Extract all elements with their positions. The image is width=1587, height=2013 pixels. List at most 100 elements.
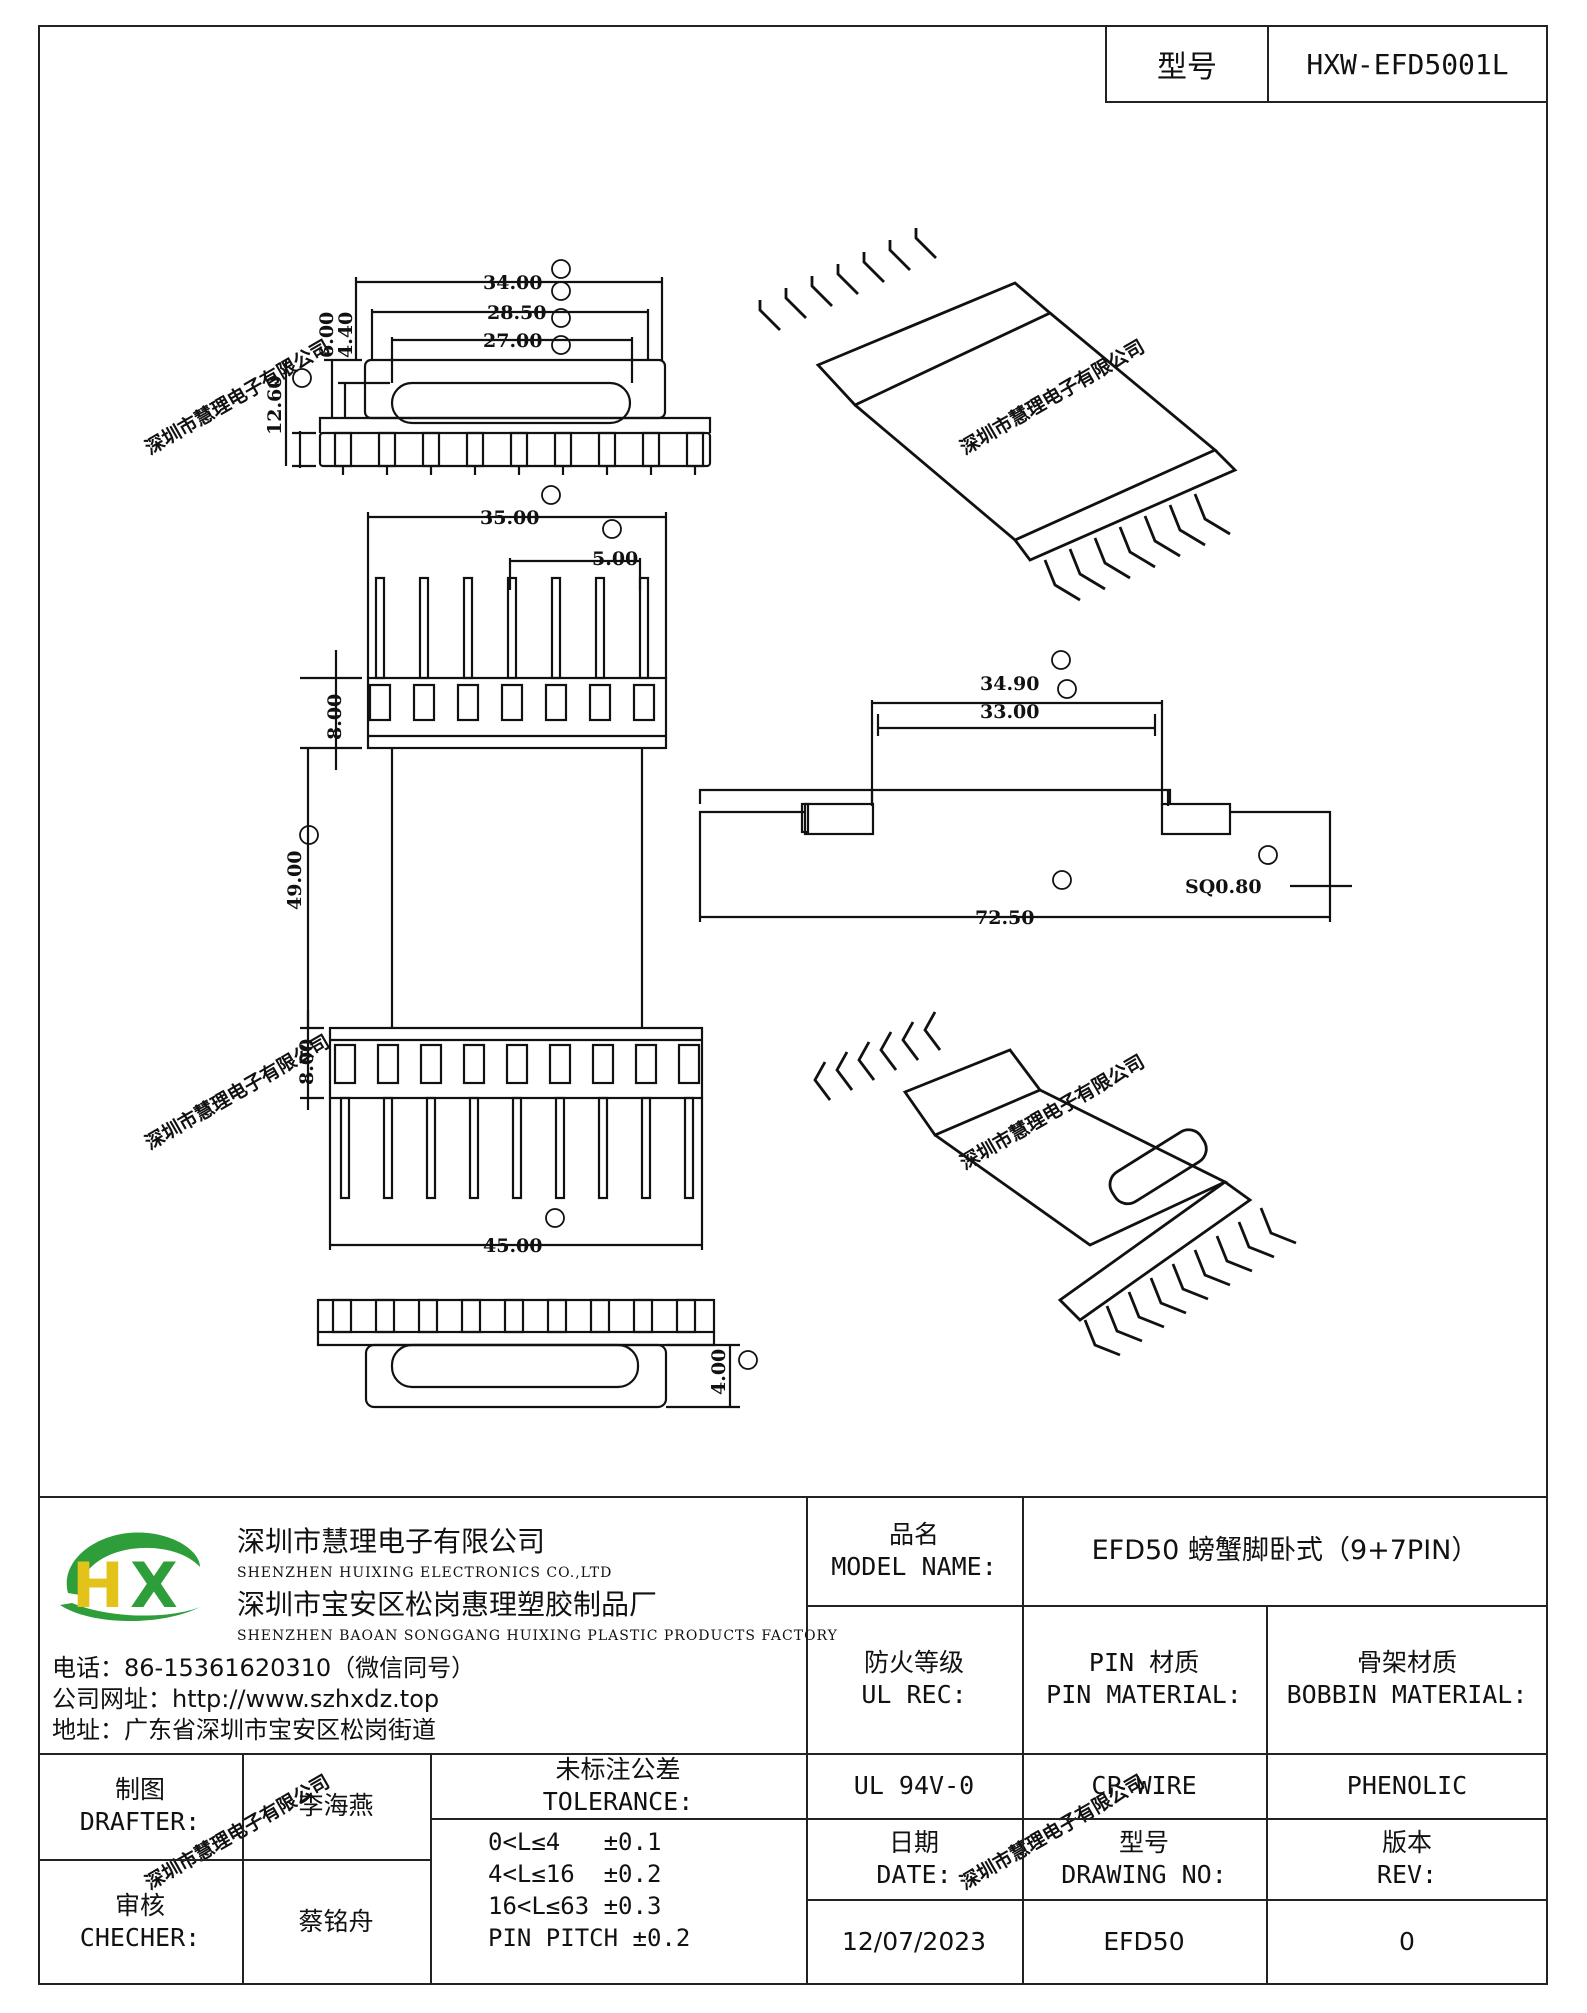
front-view-pin bbox=[511, 1096, 523, 1200]
front-view-pin bbox=[597, 1096, 609, 1200]
bottom-view-tooth bbox=[460, 1298, 482, 1334]
front-view-pin bbox=[425, 1096, 437, 1200]
bottom-view-tooth bbox=[503, 1298, 525, 1334]
top-view-tooth bbox=[333, 431, 353, 468]
bottom-view-tooth bbox=[374, 1298, 396, 1334]
iso-pin bbox=[862, 252, 885, 283]
tb-line bbox=[430, 1818, 1548, 1820]
iso-pin bbox=[1168, 504, 1206, 547]
dim-35: 35.00 bbox=[480, 507, 540, 529]
pin-cn: PIN 材质 bbox=[1088, 1648, 1200, 1677]
front-view-pin bbox=[506, 576, 518, 680]
iso-pin bbox=[901, 1021, 920, 1061]
tolerance-label: 未标注公差 TOLERANCE: bbox=[430, 1753, 806, 1818]
dimension-marker bbox=[1057, 679, 1077, 699]
tb-top-line bbox=[38, 1496, 1548, 1498]
watermark-2: 深圳市慧理电子有限公司 bbox=[956, 335, 1149, 459]
front-view bbox=[300, 512, 704, 1250]
dim-27: 27.00 bbox=[483, 330, 543, 352]
tb-vline bbox=[242, 1753, 244, 1985]
iso-pin bbox=[1193, 1249, 1231, 1287]
iso-pin bbox=[835, 1051, 854, 1091]
front-view-slot bbox=[634, 1043, 658, 1085]
bottom-view-tooth bbox=[546, 1298, 568, 1334]
dim-4-4: 4.40 bbox=[335, 312, 357, 358]
front-view-slot bbox=[456, 683, 480, 722]
phone: 电话：86-15361620310（微信同号） bbox=[52, 1654, 476, 1682]
dimension-labels: 34.00 28.50 27.00 6.00 4.40 12.60 35.00 … bbox=[264, 272, 1262, 1395]
side-view bbox=[698, 700, 1352, 922]
checker-label: 审核 CHECHER: bbox=[38, 1859, 242, 1985]
front-view-slot bbox=[333, 1043, 357, 1085]
front-view-pin bbox=[554, 1096, 566, 1200]
tolerance-table: 0<L≤4 ±0.1 4<L≤16 ±0.2 16<L≤63 ±0.3 PIN … bbox=[488, 1826, 690, 1954]
top-view-tooth bbox=[421, 431, 441, 468]
front-view-slot bbox=[368, 683, 392, 722]
dim-12-6: 12.60 bbox=[264, 376, 286, 436]
tolerance-row: 16<L≤63 ±0.3 bbox=[488, 1892, 662, 1920]
model-name-cn: 品名 bbox=[888, 1519, 939, 1549]
dim-45: 45.00 bbox=[483, 1235, 543, 1257]
bottom-view-tooth bbox=[417, 1298, 439, 1334]
dimension-markers bbox=[292, 259, 1278, 1370]
tolerance-row: 0<L≤4 ±0.1 bbox=[488, 1828, 662, 1856]
front-view-pin bbox=[462, 576, 474, 680]
dim-34: 34.00 bbox=[483, 272, 543, 294]
drafter-label: 制图 DRAFTER: bbox=[38, 1753, 242, 1859]
tolerance-row: 4<L≤16 ±0.2 bbox=[488, 1860, 662, 1888]
bottom-view-tooth bbox=[331, 1298, 353, 1334]
dim-33: 33.00 bbox=[980, 701, 1040, 723]
tb-line bbox=[38, 1753, 1548, 1755]
dim-28-5: 28.50 bbox=[487, 302, 547, 324]
bobbin-cn: 骨架材质 bbox=[1356, 1648, 1457, 1677]
ul-cn: 防火等级 bbox=[863, 1648, 964, 1677]
dim-72-5: 72.50 bbox=[975, 907, 1035, 929]
iso-pin bbox=[1171, 1263, 1209, 1301]
front-view-slot bbox=[462, 1043, 486, 1085]
front-view-slot bbox=[376, 1043, 400, 1085]
iso-pin bbox=[1127, 1291, 1165, 1329]
top-view-tooth bbox=[597, 431, 617, 468]
dimension-marker bbox=[551, 335, 571, 355]
front-view-slot bbox=[632, 683, 656, 722]
bobbin-value: PHENOLIC bbox=[1346, 1770, 1468, 1800]
iso-pin bbox=[1149, 1277, 1187, 1315]
logo-swoosh bbox=[66, 1532, 200, 1595]
dimension-marker bbox=[551, 259, 571, 279]
model-name-value: EFD50 螃蟹脚卧式（9+7PIN） bbox=[1091, 1534, 1479, 1566]
iso-pin bbox=[1215, 1235, 1253, 1273]
tb-line bbox=[806, 1899, 1548, 1901]
iso-pin bbox=[1237, 1221, 1275, 1259]
drawing-no-en: DRAWING NO: bbox=[1061, 1859, 1227, 1889]
front-view-slot bbox=[500, 683, 524, 722]
top-view bbox=[284, 277, 712, 475]
iso-pin bbox=[857, 1041, 876, 1081]
tb-line bbox=[806, 1605, 1548, 1607]
iso-pin bbox=[1118, 526, 1156, 569]
front-view-pin bbox=[374, 576, 386, 680]
bottom-view-tooth bbox=[675, 1298, 697, 1334]
iso-pin bbox=[879, 1031, 898, 1071]
front-view-pin bbox=[638, 576, 650, 680]
checker-cn: 审核 bbox=[114, 1891, 165, 1920]
date-label: 日期 DATE: bbox=[806, 1818, 1022, 1899]
pin-material-label: PIN 材质 PIN MATERIAL: bbox=[1022, 1605, 1266, 1753]
iso-pin bbox=[1068, 548, 1106, 591]
iso-pin bbox=[1105, 1305, 1143, 1343]
dimension-marker bbox=[551, 308, 571, 328]
top-view-tooth bbox=[377, 431, 397, 468]
dimension-marker bbox=[292, 368, 312, 388]
logo-swoosh-2 bbox=[60, 1603, 200, 1622]
ul-rec-label: 防火等级 UL REC: bbox=[806, 1605, 1022, 1753]
dimension-marker bbox=[551, 281, 571, 301]
watermark-1: 深圳市慧理电子有限公司 bbox=[141, 335, 334, 459]
iso-pin bbox=[784, 288, 807, 319]
dim-sq0-8: SQ0.80 bbox=[1185, 876, 1262, 898]
bottom-view-tooth bbox=[632, 1298, 654, 1334]
drafter-en: DRAFTER: bbox=[79, 1807, 201, 1836]
dimension-marker bbox=[541, 485, 561, 505]
tb-line bbox=[38, 1859, 430, 1861]
tolerance-en: TOLERANCE: bbox=[542, 1786, 694, 1816]
ul-en: UL REC: bbox=[861, 1680, 967, 1709]
front-view-pin bbox=[339, 1096, 351, 1200]
